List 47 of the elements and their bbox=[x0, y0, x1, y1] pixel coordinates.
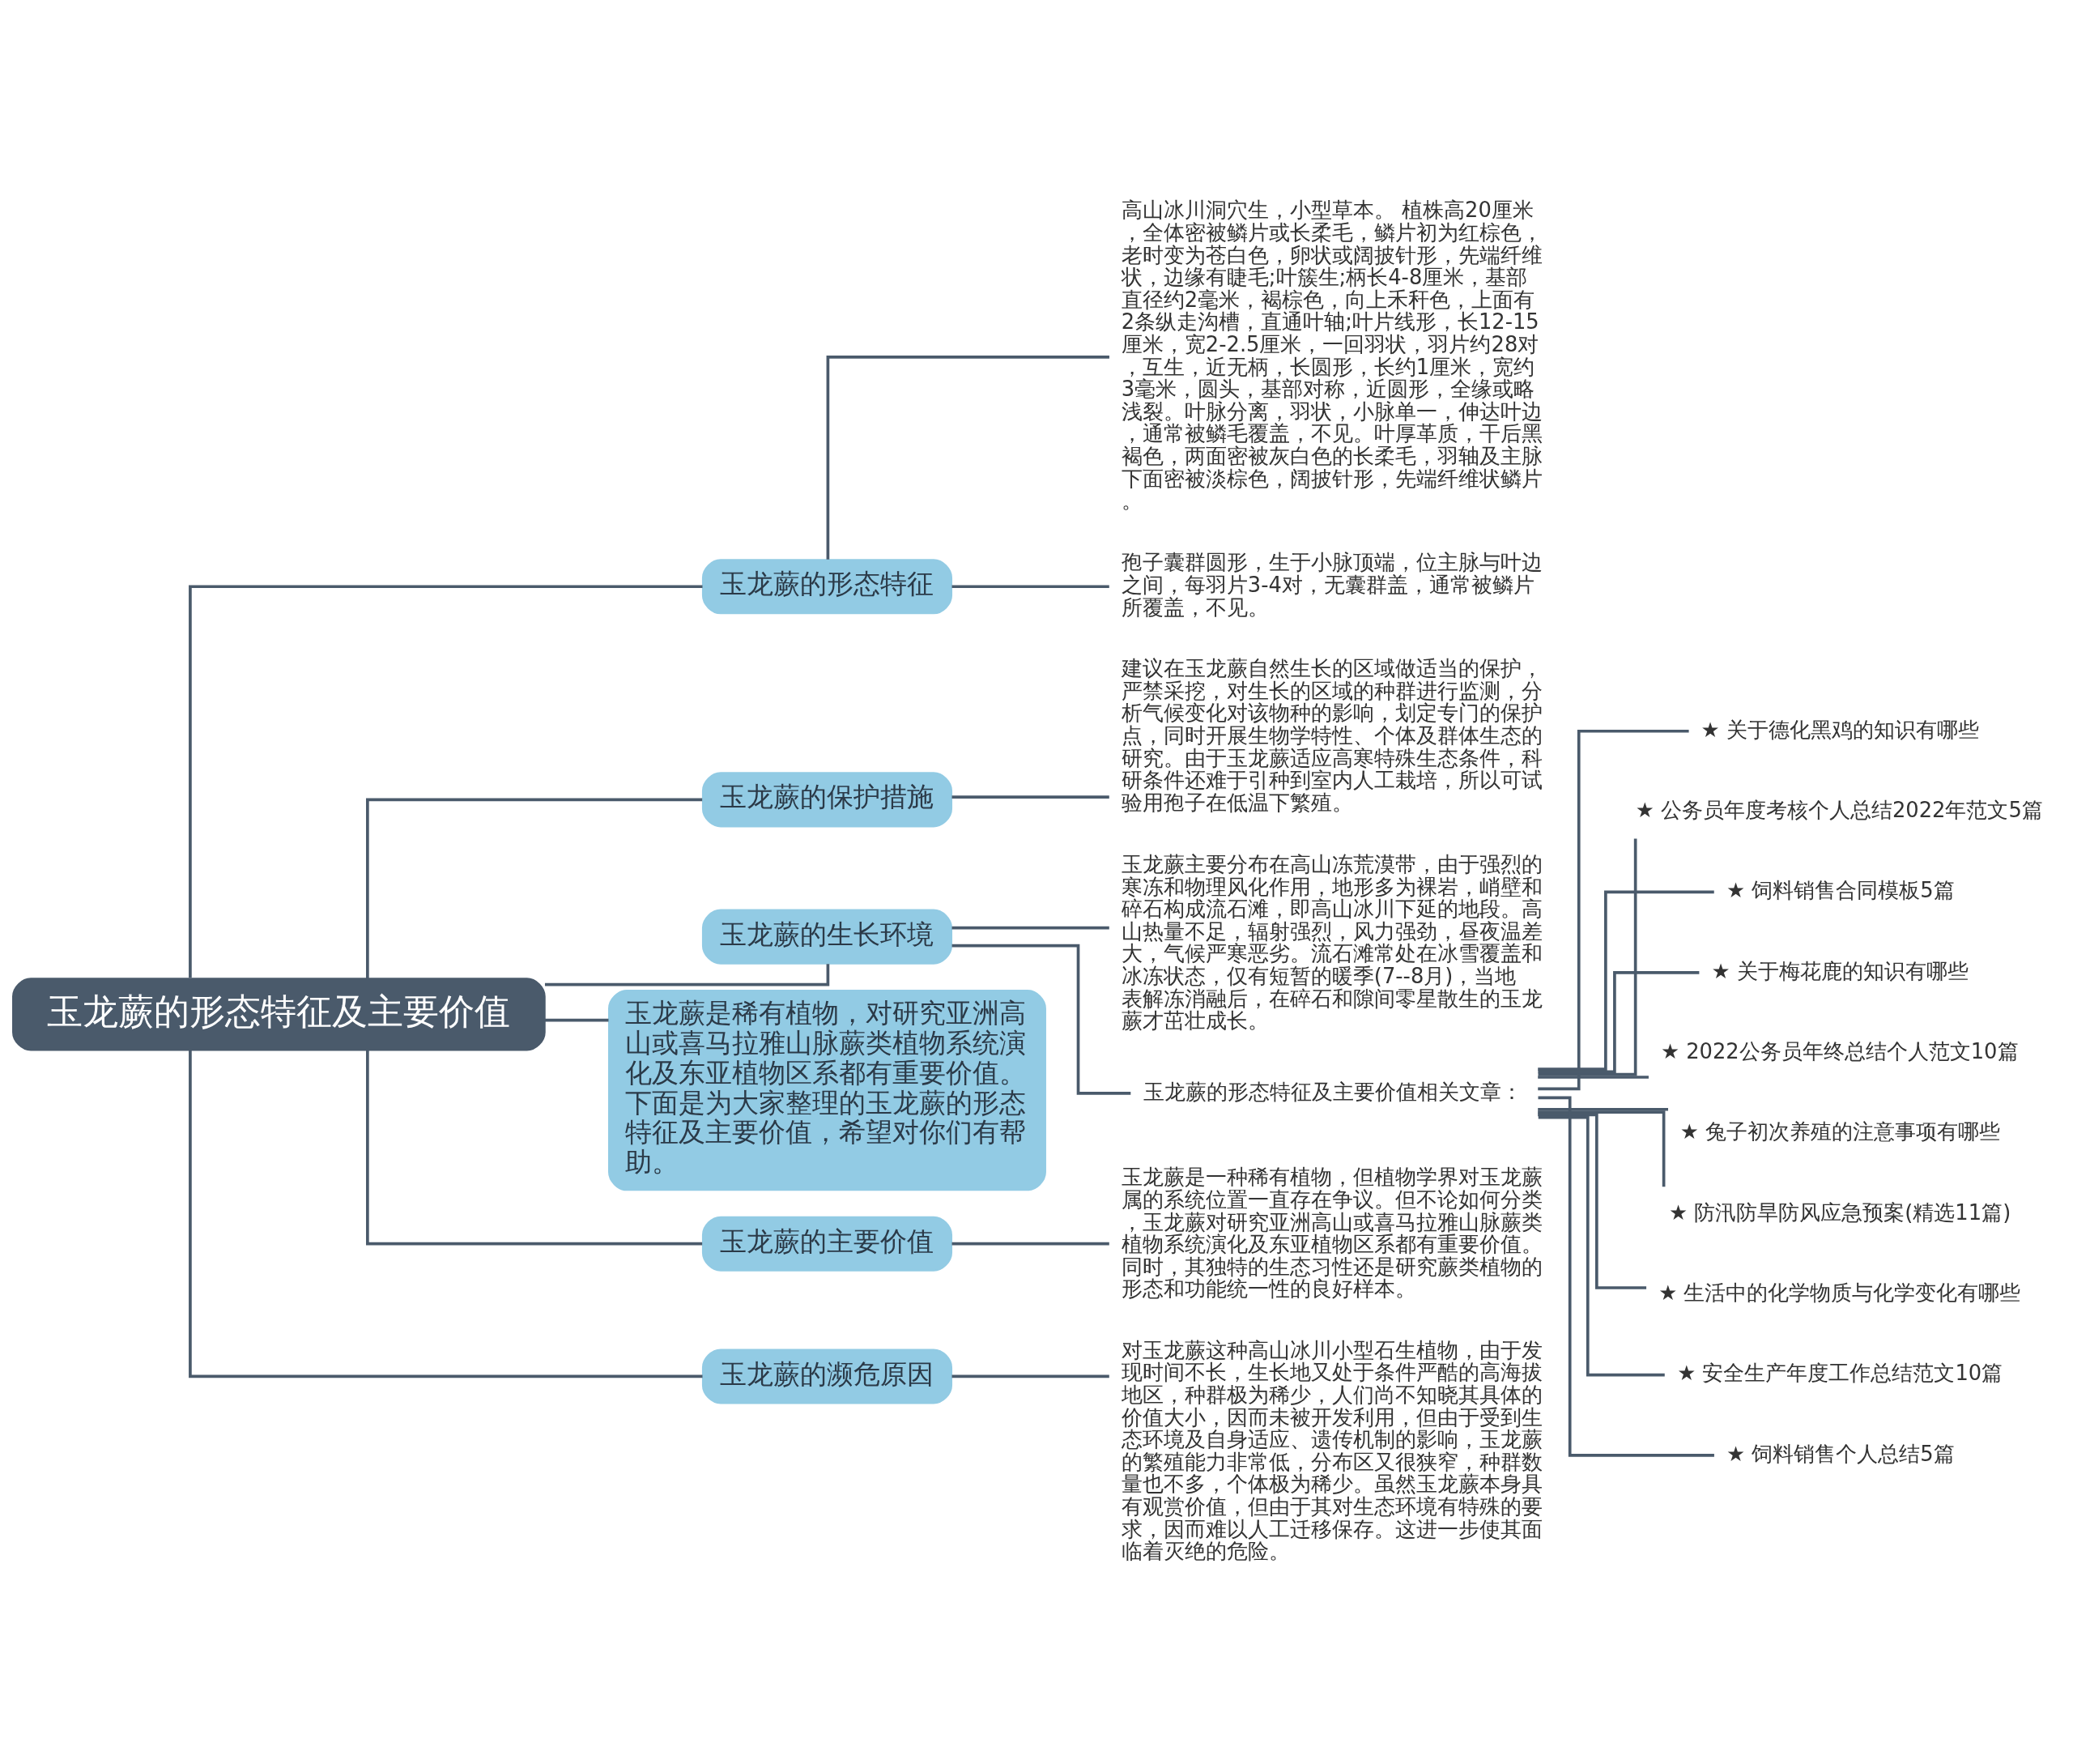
node-text: ★ 饲料销售个人总结5篇 bbox=[1726, 1441, 1955, 1466]
node-text: ★ 安全生产年度工作总结范文10篇 bbox=[1677, 1360, 2003, 1385]
connector bbox=[951, 584, 1109, 588]
connector bbox=[366, 798, 703, 978]
connector bbox=[1538, 1107, 1668, 1111]
node-text: ★ 关于梅花鹿的知识有哪些 bbox=[1711, 958, 1969, 983]
node-box: 玉龙蕨的形态特征及主要价值 bbox=[12, 977, 546, 1050]
connector bbox=[1538, 1096, 1714, 1457]
node-text: ★ 防汛防旱防风应急预案(精选11篇) bbox=[1669, 1199, 2011, 1225]
connector bbox=[1538, 1075, 1649, 1079]
node-text: ★ 饲料销售合同模板5篇 bbox=[1726, 877, 1955, 902]
connector bbox=[1538, 970, 1700, 1073]
connector bbox=[1538, 838, 1637, 1076]
node-box: 玉龙蕨是稀有植物，对研究亚洲高山或喜马拉雅山脉蕨类植物系统演化及东亚植物区系都有重要价值。下面是为大家整理的玉龙蕨的形态特征及主要价值，希望对你们有帮助。 bbox=[608, 989, 1046, 1191]
connector bbox=[951, 1242, 1109, 1246]
connector bbox=[544, 963, 830, 986]
node-text: 对玉龙蕨这种高山冰川小型石生植物，由于发现时间不长，生长地又处于条件严酷的高海拔地区，种群极为稀少，人们尚不知晓其具体的价值大小，因而未被开发利用，但由于受到生态环境及自身适应、遗传机制的影响，玉龙蕨的繁殖能力非常低，分布区又很狭窄，种群数量也不多，个体极为稀少。虽然玉龙蕨本身具有观赏价值，但由于其对生态环境有特殊的要求，因而难以人工迁移保存。这进一步使其面临着灭绝的危险。 bbox=[1121, 1337, 1543, 1563]
connector bbox=[951, 926, 1109, 929]
connector bbox=[951, 795, 1109, 799]
node-text: ★ 2022公务员年终总结个人范文10篇 bbox=[1660, 1038, 2019, 1063]
connector bbox=[1538, 1115, 1665, 1376]
node-box: 玉龙蕨的濒危原因 bbox=[701, 1348, 953, 1404]
node-text: ★ 关于德化黑鸡的知识有哪些 bbox=[1701, 717, 1979, 742]
node-text: 建议在玉龙蕨自然生长的区域做适当的保护，严禁采挖，对生长的区域的种群进行监测，分析气候变化对该物种的影响，划定专门的保护点，同时开展生物学特性、个体及群体生态的研究。由于玉龙蕨适应高寒特殊生态条件，科研条件还难于引种到室内人工栽培，所以可试验用孢子在低温下繁殖。 bbox=[1121, 655, 1543, 815]
node-text: 玉龙蕨的形态特征及主要价值相关文章： bbox=[1143, 1079, 1522, 1104]
connector bbox=[366, 1050, 703, 1246]
node-box: 玉龙蕨的形态特征 bbox=[701, 558, 953, 614]
connector bbox=[545, 1018, 609, 1022]
node-box: 玉龙蕨的主要价值 bbox=[701, 1216, 953, 1272]
node-text: 孢子囊群圆形，生于小脉顶端，位主脉与叶边之间，每羽片3-4对，无囊群盖，通常被鳞片所覆盖，不见。 bbox=[1121, 549, 1543, 620]
node-text: 玉龙蕨主要分布在高山冻荒漠带，由于强烈的寒冻和物理风化作用，地形多为裸岩，峭壁和碎石构成流石滩，即高山冰川下延的地段。高山热量不足，辐射强烈，风力强劲，昼夜温差大，气候严寒恶劣。流石滩常处在冰雪覆盖和冰冻状态，仅有短暂的暖季(7--8月)，当地表解冻消融后，在碎石和隙间零星散生的玉龙蕨才茁壮成长。 bbox=[1121, 851, 1543, 1033]
node-text: 玉龙蕨是一种稀有植物，但植物学界对玉龙蕨属的系统位置一直存在争议。但不论如何分类，玉龙蕨对研究亚洲高山或喜马拉雅山脉蕨类植物系统演化及东亚植物区系都有重要价值。同时，其独特的生态习性还是研究蕨类植物的形态和功能统一性的良好样本。 bbox=[1121, 1164, 1543, 1301]
node-text: ★ 公务员年度考核个人总结2022年范文5篇 bbox=[1635, 797, 2043, 822]
connector bbox=[189, 584, 703, 978]
connector bbox=[189, 1050, 703, 1378]
connector bbox=[1538, 890, 1714, 1071]
node-text: ★ 兔子初次养殖的注意事项有哪些 bbox=[1679, 1118, 2001, 1144]
connector bbox=[951, 1374, 1109, 1378]
node-text: ★ 生活中的化学物质与化学变化有哪些 bbox=[1658, 1280, 2021, 1305]
node-box: 玉龙蕨的生长环境 bbox=[701, 909, 953, 965]
connector bbox=[826, 355, 1109, 560]
connector bbox=[1538, 1110, 1666, 1187]
connector bbox=[1538, 729, 1689, 1090]
node-box: 玉龙蕨的保护措施 bbox=[701, 771, 953, 827]
node-text: 高山冰川洞穴生，小型草本。 植株高20厘米，全体密被鳞片或长柔毛，鳞片初为红棕色，老时变为苍白色，卵状或阔披针形，先端纤维状，边缘有睫毛;叶簇生;柄长4-8厘米，基部直径约2毫米，褐棕色，向上禾秆色，上面有2条纵走沟槽，直通叶轴;叶片线形，长12-15厘米，宽2-2.5厘米，一回羽状，羽片约28对，互生，近无柄，长圆形，长约1厘米，宽约3毫米，圆头，基部对称，近圆形，全缘或略浅裂。叶脉分离，羽状，小脉单一，伸达叶边，通常被鳞毛覆盖，不见。叶厚革质，干后黑褐色，两面密被灰白色的长柔毛，羽轴及主脉下面密被淡棕色，阔披针形，先端纤维状鳞片。 bbox=[1121, 197, 1543, 513]
connector bbox=[1538, 1113, 1647, 1289]
connector bbox=[951, 944, 1131, 1095]
